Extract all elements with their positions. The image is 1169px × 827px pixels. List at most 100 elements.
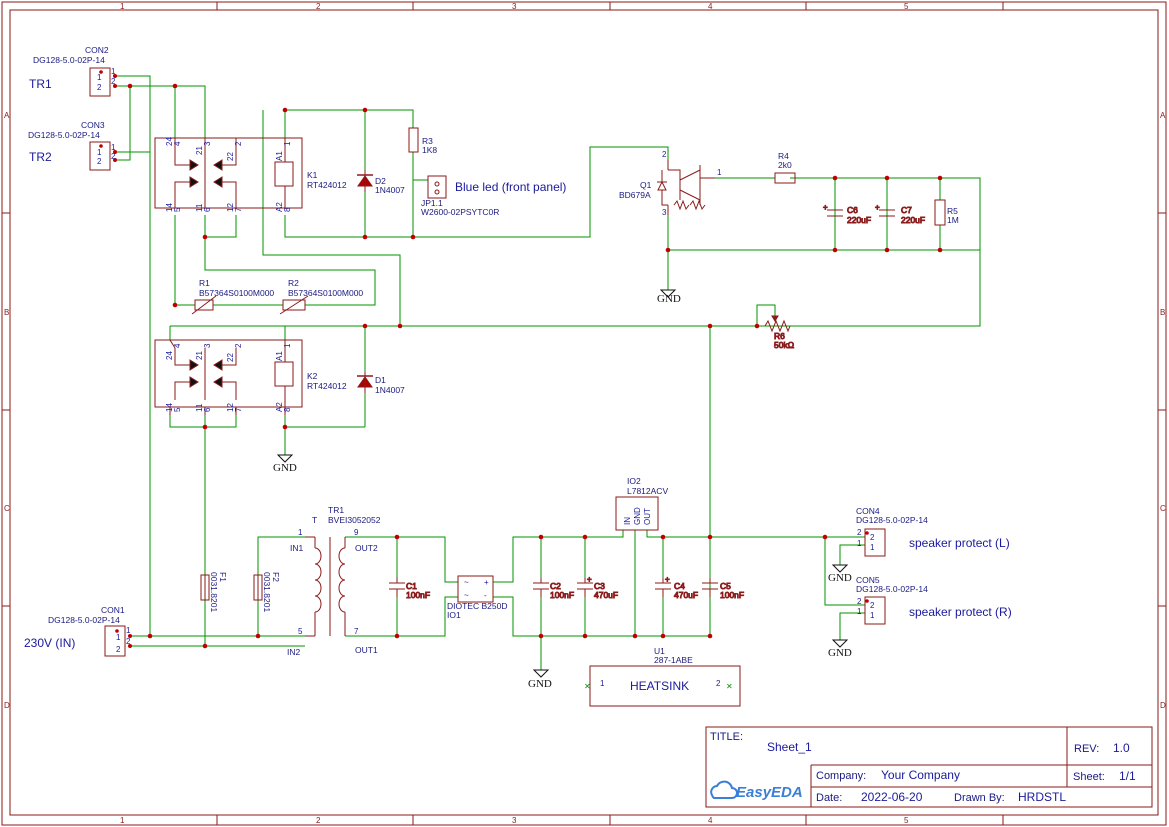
con5-value: DG128-5.0-02P-14	[856, 584, 928, 594]
connector-con4[interactable]: 21 21 CON4 DG128-5.0-02P-14	[856, 506, 928, 557]
company-value: Your Company	[881, 768, 960, 782]
svg-text:5: 5	[173, 207, 182, 212]
tr1-label: TR1	[29, 77, 52, 91]
connector-con5[interactable]: 21 21 CON5 DG128-5.0-02P-14	[856, 575, 928, 625]
r2-ref: R2	[288, 278, 299, 288]
tr1x-ref: TR1	[328, 505, 344, 515]
svg-text:1: 1	[111, 143, 116, 152]
potentiometer-r6[interactable]: R6 50kΩ	[764, 315, 795, 351]
f2-ref: F2	[271, 572, 281, 582]
svg-text:4: 4	[173, 343, 182, 348]
svg-text:21: 21	[195, 351, 204, 360]
capacitor-c7[interactable]: + C7 220uF	[875, 203, 926, 226]
svg-text:2: 2	[97, 83, 102, 92]
company-label: Company:	[816, 770, 866, 782]
transistor-q1-labels: 23 1 Q1 BD679A	[619, 150, 722, 217]
transformer-tr1[interactable]	[305, 536, 346, 637]
col-label: 3	[512, 2, 517, 11]
fuse-f1[interactable]: F1 0031.8201	[200, 572, 228, 612]
u1-value: 287-1ABE	[654, 655, 693, 665]
c2-value: 100nF	[550, 590, 574, 600]
diode-d1[interactable]: D1 1N4007	[357, 372, 405, 395]
c5-ref: C5	[720, 581, 731, 591]
thermistor-r2[interactable]: R2 B57364S0100M000	[279, 278, 363, 315]
svg-text:2: 2	[857, 597, 862, 606]
f1-value: 0031.8201	[209, 572, 219, 612]
svg-text:1: 1	[126, 626, 131, 635]
gnd-label: GND	[528, 678, 552, 690]
row-label: A	[4, 111, 10, 120]
svg-text:7: 7	[234, 207, 243, 212]
date-label: Date:	[816, 792, 842, 804]
bridge-rectifier-io1[interactable]: ~+ ~- DIOTEC B250D IO1	[447, 575, 507, 620]
thermistor-r1[interactable]: R1 B57364S0100M000	[191, 278, 274, 315]
r4-value: 2k0	[778, 160, 792, 170]
svg-text:A2: A2	[275, 202, 284, 212]
svg-text:IN: IN	[623, 517, 632, 525]
svg-text:6: 6	[203, 207, 212, 212]
q1-value: BD679A	[619, 190, 651, 200]
con4-value: DG128-5.0-02P-14	[856, 515, 928, 525]
svg-text:7: 7	[234, 407, 243, 412]
svg-text:1: 1	[870, 611, 875, 620]
k1-value: RT424012	[307, 180, 347, 190]
svg-text:1: 1	[600, 679, 605, 688]
jp1-value: W2600-02PSYTC0R	[421, 207, 499, 217]
connector-con3[interactable]: 12 12 CON3 DG128-5.0-02P-14	[28, 120, 116, 171]
resistor-r5[interactable]: R5 1M	[934, 199, 959, 226]
f1-ref: F1	[218, 572, 228, 582]
jumper-jp1[interactable]: JP1.1 W2600-02PSYTC0R	[421, 175, 499, 217]
k2-ref: K2	[307, 371, 318, 381]
c3-value: 470uF	[594, 590, 618, 600]
capacitor-c2[interactable]: C2 100nF	[533, 578, 575, 601]
con4-ref: CON4	[856, 506, 880, 516]
transformer-tr1-labels: T TR1 BVEI3052052 15 97 IN1 IN2 OUT2 OUT…	[287, 505, 381, 657]
gnd-label: GND	[273, 462, 297, 474]
drawn-by-value: HRDSTL	[1018, 790, 1066, 804]
svg-text:✕: ✕	[584, 682, 591, 691]
d2-value: 1N4007	[375, 185, 405, 195]
wires	[115, 75, 981, 670]
svg-text:1: 1	[111, 67, 116, 76]
resistor-r4[interactable]: R4 2k0	[774, 151, 796, 184]
svg-text:2: 2	[111, 77, 116, 86]
capacitor-c5[interactable]: C5 100nF	[702, 578, 745, 601]
relay-k1[interactable]	[154, 137, 303, 209]
col-label: 5	[904, 816, 909, 825]
fuse-f2[interactable]: F2 0031.8201	[253, 572, 281, 612]
svg-text:14: 14	[165, 403, 174, 412]
regulator-io2[interactable]: IN GND OUT IO2 L7812ACV	[615, 476, 668, 531]
resistor-r3[interactable]: R3 1K8	[408, 127, 437, 155]
svg-text:~: ~	[464, 591, 469, 600]
relay-k2[interactable]	[154, 339, 303, 415]
r4-ref: R4	[778, 151, 789, 161]
svg-text:11: 11	[195, 203, 204, 212]
c1-value: 100nF	[406, 590, 430, 600]
relay-k1-pins: 24 4 21 3 22 2 A1 1 14 5 11 6 12 7 A2 8 …	[165, 137, 347, 212]
io1-value: DIOTEC B250D	[447, 601, 507, 611]
connector-con1[interactable]: 12 12 CON1 DG128-5.0-02P-14	[48, 605, 131, 657]
svg-text:14: 14	[165, 203, 174, 212]
r6-ref: R6	[774, 331, 785, 341]
capacitor-c3[interactable]: + C3 470uF	[577, 575, 619, 601]
c1-ref: C1	[406, 581, 417, 591]
title-block	[705, 726, 1153, 808]
r6-value: 50kΩ	[774, 340, 794, 350]
svg-text:1: 1	[857, 607, 862, 616]
transistor-q1[interactable]	[657, 160, 715, 215]
mains-label: 230V (IN)	[24, 636, 75, 650]
svg-text:2: 2	[870, 601, 875, 610]
row-label: C	[1160, 504, 1166, 513]
connector-con2[interactable]: 12 12 CON2 DG128-5.0-02P-14	[33, 45, 116, 97]
capacitor-c1[interactable]: C1 100nF	[389, 577, 431, 601]
diode-d2[interactable]: D2 1N4007	[357, 170, 405, 195]
capacitor-c6[interactable]: + C6 220uF	[823, 203, 872, 226]
sheet-title: Sheet_1	[767, 740, 812, 754]
drawn-by-label: Drawn By:	[954, 792, 1005, 804]
svg-text:2: 2	[870, 533, 875, 542]
svg-text:22: 22	[226, 353, 235, 362]
capacitor-c4[interactable]: + C4 470uF	[655, 575, 699, 601]
svg-text:A2: A2	[275, 402, 284, 412]
